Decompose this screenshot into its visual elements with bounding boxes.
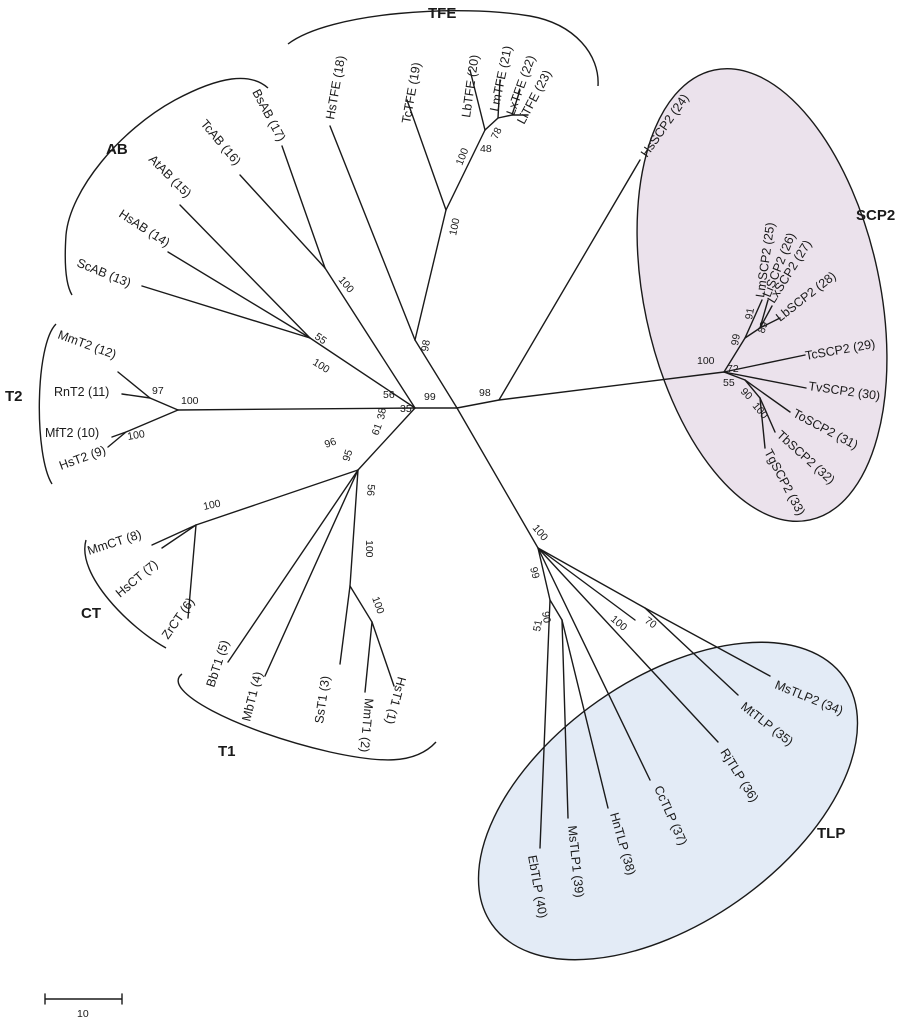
leaf-atab: AtAB (15) — [146, 152, 194, 200]
bootstrap-value: 100 — [336, 274, 357, 295]
leaf-hsab: HsAB (14) — [116, 207, 172, 250]
tlp-clade-region — [477, 641, 859, 961]
group-label-ct: CT — [81, 605, 101, 622]
leaf-mmct: MmCT (8) — [86, 527, 144, 558]
t2-bracket — [38, 323, 57, 485]
group-label-tfe: TFE — [428, 5, 456, 22]
bootstrap-value: 97 — [152, 385, 164, 397]
bootstrap-value: 100 — [447, 217, 462, 237]
bootstrap-value: 56 — [364, 484, 377, 497]
bootstrap-value: 100 — [310, 356, 331, 376]
leaf-tctfe: TcTFE (19) — [399, 61, 424, 124]
bootstrap-value: 100 — [363, 540, 375, 558]
t1-bracket — [177, 673, 437, 761]
scale-bar-label: 10 — [77, 1008, 89, 1020]
ab-bracket — [64, 77, 269, 296]
group-label-ab: AB — [106, 141, 128, 158]
bootstrap-value: 35 — [400, 403, 412, 415]
leaf-tcab: TcAB (16) — [198, 117, 244, 168]
bootstrap-value: 100 — [608, 613, 629, 634]
leaf-hst1: HsT1 (1) — [383, 675, 409, 726]
bootstrap-value: 38 — [375, 407, 389, 421]
bootstrap-value: 56 — [383, 389, 395, 401]
leaf-hst2: HsT2 (9) — [57, 443, 107, 473]
bootstrap-value: 70 — [642, 615, 659, 632]
leaf-mft2: MfT2 (10) — [45, 426, 99, 440]
leaf-zrct: ZrCT (6) — [159, 595, 197, 642]
bootstrap-value: 100 — [181, 395, 199, 407]
scale-bar: 10 — [44, 993, 123, 1020]
tree-branches — [107, 69, 807, 849]
scp2-clade-region — [636, 67, 888, 523]
leaf-lbtfe: LbTFE (20) — [459, 54, 482, 119]
bootstrap-value: 61 — [370, 422, 385, 437]
leaf-bbt1: BbT1 (5) — [204, 638, 232, 689]
bootstrap-value: 99 — [527, 566, 542, 581]
bootstrap-value: 91 — [743, 307, 757, 321]
ct-bracket — [84, 539, 167, 649]
leaf-hsct: HsCT (7) — [113, 557, 161, 600]
bootstrap-value: 100 — [202, 498, 222, 513]
tfe-bracket — [287, 10, 599, 87]
leaf-bsab: BsAB (17) — [249, 87, 288, 144]
leaf-scab: ScAB (13) — [75, 256, 133, 290]
bootstrap-value: 90 — [539, 610, 553, 624]
leaf-sst1: SsT1 (3) — [312, 675, 333, 724]
leaf-mmt2: MmT2 (12) — [56, 328, 118, 362]
bootstrap-value: 89 — [756, 320, 771, 335]
bootstrap-value: 100 — [697, 355, 715, 367]
bootstrap-value: 99 — [729, 333, 743, 347]
bootstrap-value: 96 — [323, 435, 338, 450]
group-label-t2: T2 — [5, 388, 23, 405]
bootstrap-value: 55 — [723, 377, 735, 389]
bootstrap-value: 55 — [312, 331, 329, 348]
leaf-hstfe: HsTFE (18) — [323, 54, 348, 120]
bootstrap-value: 72 — [727, 363, 739, 375]
bootstrap-value: 78 — [489, 125, 505, 141]
bootstrap-value: 99 — [424, 391, 436, 403]
bootstrap-value: 48 — [480, 143, 492, 155]
group-label-tlp: TLP — [817, 825, 845, 842]
bootstrap-value: 51 — [531, 619, 545, 633]
group-labels: TFE AB SCP2 T2 CT T1 TLP — [5, 5, 895, 842]
bootstrap-value: 95 — [340, 448, 355, 463]
leaf-rnt2: RnT2 (11) — [54, 385, 109, 399]
leaf-mmt1: MmT1 (2) — [357, 698, 376, 753]
group-label-scp2: SCP2 — [856, 207, 895, 224]
bootstrap-value: 100 — [369, 595, 386, 616]
bootstrap-value: 98 — [419, 339, 433, 353]
leaf-mbt1: MbT1 (4) — [239, 670, 265, 723]
bootstrap-value: 98 — [479, 387, 491, 399]
bootstrap-value: 100 — [126, 428, 145, 443]
group-label-t1: T1 — [218, 743, 236, 760]
